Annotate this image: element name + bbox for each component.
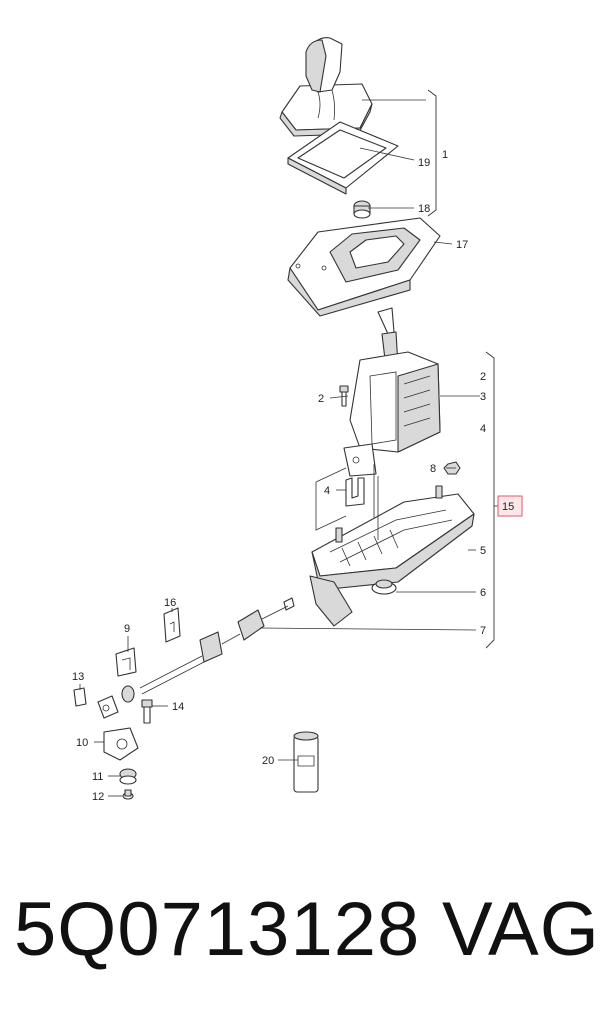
bushing	[353, 200, 371, 219]
base-housing	[309, 476, 475, 627]
bushing-11	[119, 768, 137, 785]
callout-20: 20	[262, 755, 274, 767]
callout-17: 17	[456, 239, 468, 251]
screw-2	[339, 385, 349, 407]
shift-mechanism	[343, 307, 441, 477]
clip-12	[122, 789, 134, 800]
callout-7: 7	[480, 625, 486, 637]
callout-11: 11	[92, 771, 103, 783]
callout-12: 12	[92, 791, 104, 803]
gear-knob-boot	[279, 37, 373, 137]
leader-lines	[79, 99, 480, 797]
callout-2-left: 2	[318, 393, 324, 405]
group-bracket-1	[427, 89, 437, 217]
callout-1: 1	[442, 149, 448, 161]
bracket-10	[103, 727, 139, 761]
part-number: 5Q0713128	[14, 887, 421, 972]
clip-9	[115, 647, 137, 677]
callout-15: 15	[502, 501, 514, 513]
callout-5: 5	[480, 545, 486, 557]
callout-4-left: 4	[324, 485, 330, 497]
callout-13: 13	[72, 671, 84, 683]
callout-14: 14	[172, 701, 184, 713]
callout-4-right: 4	[480, 423, 486, 435]
boot-frame	[287, 121, 399, 195]
callout-18: 18	[418, 203, 430, 215]
callout-9: 9	[124, 623, 130, 635]
clip-16	[163, 607, 181, 643]
callout-3: 3	[480, 391, 486, 403]
shift-cable	[97, 597, 295, 719]
grease-tube	[293, 731, 319, 793]
retaining-clip	[315, 464, 375, 540]
callout-10: 10	[76, 737, 88, 749]
console-trim	[287, 217, 441, 317]
clip-13	[73, 687, 87, 707]
callout-2-right: 2	[480, 371, 486, 383]
callout-6: 6	[480, 587, 486, 599]
grommet	[371, 579, 397, 595]
brand-name: VAG	[442, 887, 600, 972]
bolt-14	[141, 699, 153, 724]
callout-19: 19	[418, 157, 430, 169]
group-bracket-15	[485, 351, 495, 649]
callout-8: 8	[430, 463, 436, 475]
callout-16: 16	[164, 597, 176, 609]
highlight-box-15	[497, 495, 523, 517]
exploded-parts-diagram: 1 19 18 17 2 3 4 2 8 4 15 5 6 7 16 9 13 …	[72, 37, 523, 803]
